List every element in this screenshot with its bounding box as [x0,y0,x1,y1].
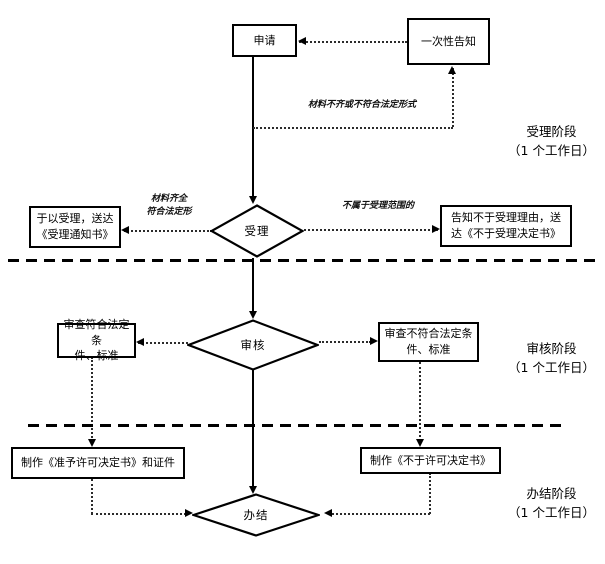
stage-divider-accept-review [8,259,600,262]
arrowhead-finish-right [324,509,332,517]
accept-grant-box: 于以受理，送达 《受理通知书》 [29,206,121,248]
stage-accept-name: 受理阶段 [526,124,577,139]
review-fail-box: 审查不符合法定条 件、标准 [378,322,479,362]
stage-label-accept: 受理阶段 （1 个工作日） [498,122,605,160]
accept-deny-line2: 达《不于受理决定书》 [451,227,561,240]
finish-diamond [192,493,320,537]
arrowhead-notice-bottom [448,66,456,74]
review-diamond-label: 审核 [240,338,266,352]
dotted-line-permit-down [91,479,93,514]
arrowhead-permit-top [88,439,96,447]
review-pass-box: 审查符合法定条 件、标准 [57,318,136,362]
stage-finish-duration: （1 个工作日） [508,505,595,520]
edge-label-complete-line2: 符合法定形 [146,207,192,217]
dotted-line-notice-to-apply [299,41,407,43]
edge-label-complete: 材料齐全 符合法定形 [130,193,208,219]
make-permit-label: 制作《准予许可决定书》和证件 [21,456,175,470]
arrowhead-fail-left [370,337,378,345]
edge-label-out-of-scope: 不属于受理范围的 [341,201,414,211]
one-time-notice-box: 一次性告知 [407,18,490,65]
review-fail-line2: 件、标准 [406,343,451,356]
dotted-line-review-to-pass [138,342,188,344]
review-pass-line2: 件、标准 [74,349,119,363]
make-deny-box: 制作《不于许可决定书》 [360,447,501,474]
dotted-line-incomplete-v [452,68,454,127]
accept-deny-box: 告知不于受理理由，送 达《不于受理决定书》 [440,205,572,247]
dotted-line-deny-doc-to-finish [328,513,430,515]
accept-diamond [210,204,304,258]
flow-line-review-finish [252,370,254,488]
dotted-line-pass-to-permit [91,357,93,441]
make-permit-box: 制作《准予许可决定书》和证件 [11,447,185,479]
dotted-line-review-to-fail [319,341,371,343]
arrowhead-deny-left [432,225,440,233]
stage-finish-name: 办结阶段 [526,486,577,501]
stage-label-review: 审核阶段 （1 个工作日） [498,339,605,377]
stage-label-finish: 办结阶段 （1 个工作日） [498,484,605,522]
arrowhead-finish-top [249,486,257,494]
flow-line-accept-review [252,258,254,315]
stage-review-duration: （1 个工作日） [508,360,595,375]
accept-grant-line1: 于以受理，送达 [36,212,114,226]
stage-accept-duration: （1 个工作日） [508,143,595,158]
dotted-line-accept-to-grant [124,230,212,232]
dotted-line-deny-doc-down [429,473,431,514]
apply-box: 申请 [232,24,297,57]
accept-diamond-label: 受理 [244,224,270,238]
review-fail-line1: 审查不符合法定条 [384,327,473,341]
finish-diamond-label: 办结 [243,508,269,522]
accept-deny-line1: 告知不于受理理由，送 [451,211,561,225]
arrowhead-grant-right [121,226,129,234]
dotted-line-fail-to-deny-doc [419,362,421,441]
edge-label-complete-line1: 材料齐全 [150,194,187,204]
review-diamond [187,319,319,371]
one-time-notice-label: 一次性告知 [421,34,476,48]
arrowhead-accept-top [249,196,257,204]
review-pass-line1: 审查符合法定条 [63,317,130,347]
arrowhead-apply-right [298,37,306,45]
dotted-line-permit-to-finish [91,513,186,515]
arrowhead-review-top [249,311,257,319]
stage-review-name: 审核阶段 [526,341,577,356]
arrowhead-finish-left [185,509,193,517]
make-deny-label: 制作《不于许可决定书》 [370,453,491,467]
accept-grant-line2: 《受理通知书》 [36,228,114,241]
stage-divider-review-finish [28,424,568,427]
arrowhead-pass-right [136,338,144,346]
arrowhead-deny-doc-top [416,439,424,447]
dotted-line-incomplete-h [253,127,453,129]
apply-label: 申请 [253,33,276,47]
dotted-line-accept-to-deny [304,229,438,231]
edge-label-incomplete: 材料不齐或不符合法定形式 [307,100,416,110]
